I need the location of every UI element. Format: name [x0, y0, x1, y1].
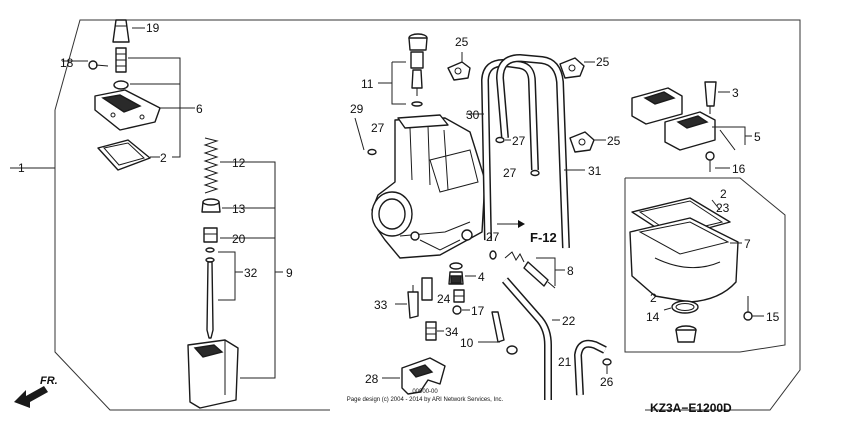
cap-19[interactable]: [112, 19, 130, 43]
clamp-25-c[interactable]: [569, 131, 595, 153]
callout-29: 29: [350, 102, 364, 116]
callout-25-c: 25: [607, 134, 621, 148]
callout-28: 28: [365, 372, 379, 386]
callout-27-b: 27: [512, 134, 526, 148]
callout-1: 1: [18, 161, 25, 175]
callout-25-a: 25: [455, 35, 469, 49]
drain-plug[interactable]: [675, 325, 697, 343]
callout-8: 8: [567, 264, 574, 278]
callout-2-oring: 2: [650, 291, 657, 305]
jet-needle-32[interactable]: [205, 257, 215, 339]
starter-plunger-11[interactable]: [408, 33, 428, 107]
float-chamber-frame: [624, 177, 786, 353]
bolt-15[interactable]: [743, 296, 753, 321]
jet-34[interactable]: [425, 321, 437, 341]
callout-6: 6: [196, 102, 203, 116]
jet-4[interactable]: [448, 262, 464, 285]
clip-27-a[interactable]: [367, 148, 377, 156]
screw-set-10[interactable]: [491, 311, 518, 355]
diagram-code: KZ3A−E1200D: [650, 401, 732, 415]
front-label: FR.: [40, 375, 58, 387]
drain-hose-22[interactable]: [501, 277, 552, 400]
jet-24[interactable]: [453, 289, 465, 303]
elbow-21[interactable]: [573, 339, 607, 396]
callout-30: 30: [466, 108, 480, 122]
bracket-28[interactable]: [401, 357, 446, 395]
clip-27-c[interactable]: [530, 169, 540, 177]
copyright-code: 00000-00: [412, 389, 438, 395]
callout-22: 22: [562, 314, 576, 328]
needle-jet-33[interactable]: [407, 277, 433, 319]
carburetor-body[interactable]: [371, 114, 486, 259]
callout-12: 12: [232, 156, 246, 170]
callout-18: 18: [60, 56, 74, 70]
reference-arrow: [497, 220, 525, 228]
adjuster-screw[interactable]: [115, 47, 127, 73]
callout-10: 10: [460, 336, 474, 350]
nut[interactable]: [113, 80, 129, 90]
o-ring-14[interactable]: [671, 300, 699, 314]
hose-29[interactable]: [318, 122, 364, 271]
callout-9: 9: [286, 266, 293, 280]
callout-26: 26: [600, 375, 614, 389]
copyright-line: Page design (c) 2004 - 2014 by ARI Netwo…: [347, 397, 504, 403]
callout-2-float: 2: [720, 187, 727, 201]
holder-13[interactable]: [201, 198, 221, 213]
callout-27-a: 27: [371, 121, 385, 135]
callout-15: 15: [766, 310, 780, 324]
callout-17: 17: [471, 304, 485, 318]
callout-23: 23: [716, 201, 730, 215]
callout-16: 16: [732, 162, 746, 176]
throttle-valve[interactable]: [187, 339, 239, 409]
clip-26[interactable]: [602, 358, 612, 366]
callout-4: 4: [478, 270, 485, 284]
vent-hose-30[interactable]: [480, 58, 539, 241]
callout-11: 11: [361, 77, 374, 91]
clip-27-b[interactable]: [495, 136, 505, 144]
callout-13: 13: [232, 202, 246, 216]
float-5[interactable]: [631, 87, 736, 151]
assembly-frame: [54, 19, 801, 411]
screw-16[interactable]: [705, 151, 715, 172]
callout-14: 14: [646, 310, 660, 324]
float-chamber-7[interactable]: [629, 217, 739, 303]
adjuster-8[interactable]: [504, 251, 556, 289]
callout-25-b: 25: [596, 55, 610, 69]
clip-27-d[interactable]: [489, 250, 497, 260]
screw-17[interactable]: [452, 305, 462, 315]
screw-18[interactable]: [88, 60, 109, 70]
callout-24: 24: [437, 292, 451, 306]
callout-2-top: 2: [160, 151, 167, 165]
callout-5: 5: [754, 130, 761, 144]
callout-19: 19: [146, 21, 160, 35]
callout-7: 7: [744, 237, 751, 251]
clamp-25-b[interactable]: [559, 57, 585, 79]
spring-12[interactable]: [203, 137, 219, 194]
top-cover-6[interactable]: [94, 89, 161, 131]
gasket-2-top[interactable]: [97, 139, 151, 171]
callout-34: 34: [445, 325, 459, 339]
callout-20: 20: [232, 232, 246, 246]
vent-hose-31[interactable]: [495, 53, 570, 249]
callout-3: 3: [732, 86, 739, 100]
assembly-frame-left: [54, 110, 330, 411]
front-direction-arrow: FR.: [14, 375, 58, 408]
reference-label: F-12: [530, 230, 557, 245]
callout-32: 32: [244, 266, 258, 280]
callout-33: 33: [374, 298, 388, 312]
callout-27-c: 27: [503, 166, 517, 180]
clip-20[interactable]: [203, 227, 218, 253]
callout-21: 21: [558, 355, 572, 369]
clamp-25-a[interactable]: [447, 61, 471, 81]
float-valve-3[interactable]: [704, 81, 717, 114]
callout-31: 31: [588, 164, 602, 178]
callout-27-d: 27: [486, 230, 500, 244]
